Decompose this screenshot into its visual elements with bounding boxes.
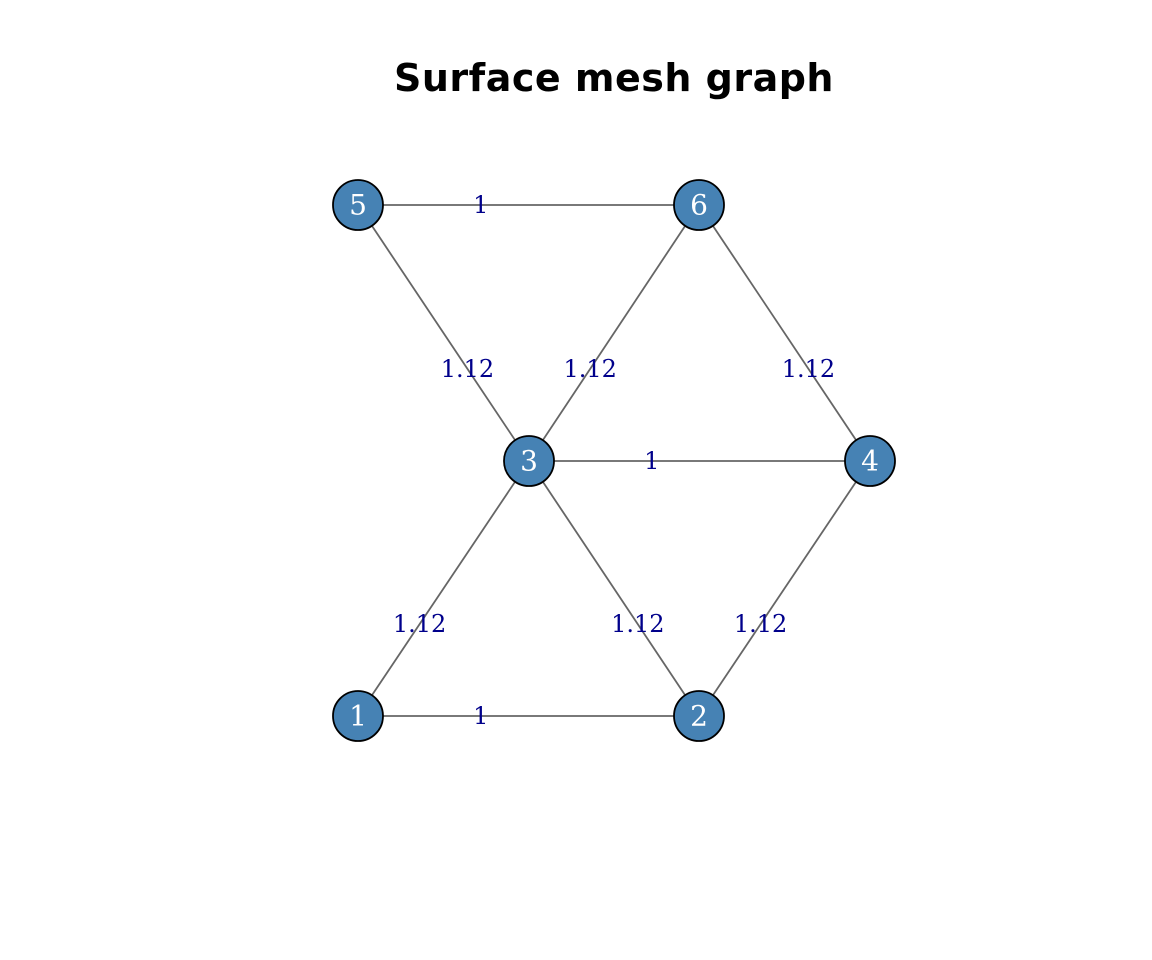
node-circle-1 bbox=[332, 690, 384, 742]
edge-label-1-2: 1 bbox=[473, 702, 488, 730]
node-label-1: 1 bbox=[349, 700, 367, 733]
edge-label-1-3: 1.12 bbox=[393, 610, 446, 638]
edge-label-6-4: 1.12 bbox=[782, 355, 835, 383]
edge-2-4 bbox=[698, 460, 871, 717]
node-label-5: 5 bbox=[349, 189, 367, 222]
node-5: 5 bbox=[332, 179, 384, 231]
node-6: 6 bbox=[673, 179, 725, 231]
node-circle-3 bbox=[503, 435, 555, 487]
diagram-title: Surface mesh graph bbox=[394, 56, 834, 100]
edge-3-2 bbox=[528, 460, 700, 717]
edge-label-3-4: 1 bbox=[644, 447, 659, 475]
node-circle-4 bbox=[844, 435, 896, 487]
edge-label-5-3: 1.12 bbox=[441, 355, 494, 383]
edge-label-5-6: 1 bbox=[473, 191, 488, 219]
edge-6-4 bbox=[698, 204, 871, 462]
node-4: 4 bbox=[844, 435, 896, 487]
edge-3-6 bbox=[528, 204, 700, 462]
edges-layer bbox=[357, 204, 871, 717]
node-circle-6 bbox=[673, 179, 725, 231]
node-1: 1 bbox=[332, 690, 384, 742]
node-label-4: 4 bbox=[861, 445, 879, 478]
node-label-6: 6 bbox=[690, 189, 708, 222]
node-label-3: 3 bbox=[520, 445, 538, 478]
node-circle-2 bbox=[673, 690, 725, 742]
node-circle-5 bbox=[332, 179, 384, 231]
edge-5-3 bbox=[357, 204, 530, 462]
node-label-2: 2 bbox=[690, 700, 708, 733]
nodes-layer: 1 2 3 4 5 6 bbox=[332, 179, 896, 742]
edge-label-2-4: 1.12 bbox=[734, 610, 787, 638]
edge-labels-layer: 1 1.12 1.12 1.12 1 1.12 1.12 1.12 1 bbox=[393, 191, 835, 730]
edge-label-3-2: 1.12 bbox=[611, 610, 664, 638]
edge-label-3-6: 1.12 bbox=[563, 355, 616, 383]
node-2: 2 bbox=[673, 690, 725, 742]
node-3: 3 bbox=[503, 435, 555, 487]
edge-1-3 bbox=[357, 460, 530, 717]
